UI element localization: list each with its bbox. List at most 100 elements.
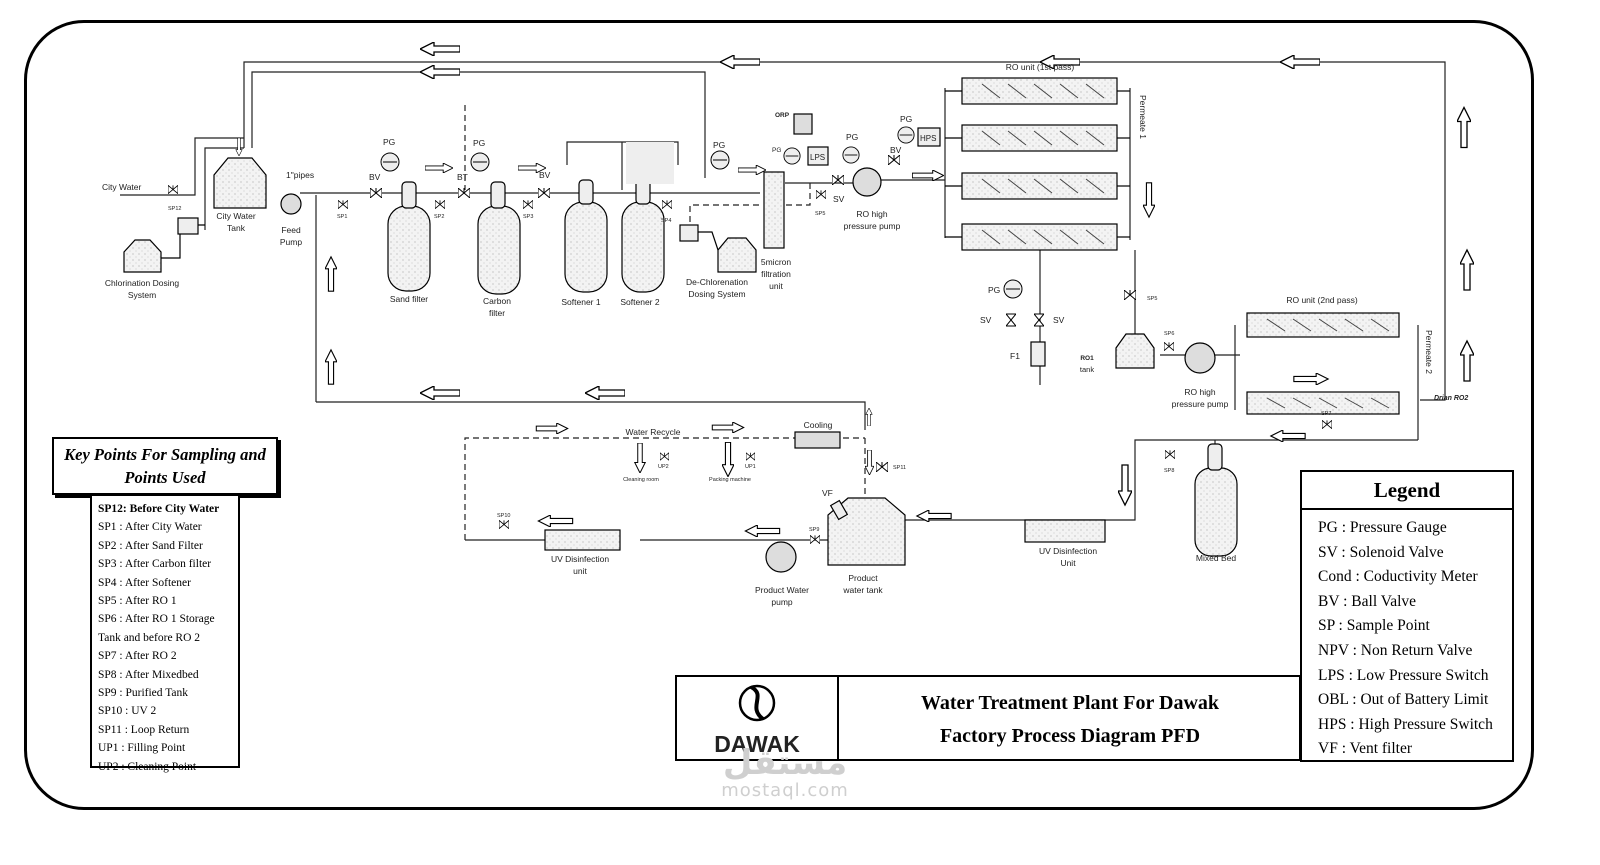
svg-text:SP8: SP8: [1164, 468, 1174, 474]
svg-text:PG: PG: [846, 132, 858, 142]
svg-text:Dosing System: Dosing System: [688, 289, 745, 299]
diagram-frame: [24, 20, 1534, 810]
key-point-item: Tank and before RO 2: [98, 631, 201, 644]
svg-text:PG: PG: [473, 138, 485, 148]
svg-text:RO unit (1st pass): RO unit (1st pass): [1006, 62, 1075, 72]
svg-text:UV Disinfection: UV Disinfection: [551, 554, 609, 564]
key-point-item: UP1 : Filling Point: [98, 742, 186, 755]
diagram-title: Water Treatment Plant For Dawak Factory …: [920, 692, 1220, 747]
legend-item: SP : Sample Point: [1318, 617, 1430, 635]
membrane-stripe: [1370, 318, 1390, 332]
membrane-stripe: [1007, 83, 1027, 99]
svg-text:BV: BV: [539, 170, 551, 180]
legend-item: SV : Solenoid Valve: [1318, 543, 1444, 561]
svg-text:Packing machine: Packing machine: [709, 477, 751, 483]
membrane-stripe: [1370, 397, 1390, 409]
svg-text:Cleaning room: Cleaning room: [623, 477, 659, 483]
svg-text:Water Recycle: Water Recycle: [626, 427, 681, 437]
key-point-item: SP9 : Purified Tank: [98, 687, 189, 700]
svg-text:SP11: SP11: [893, 465, 906, 471]
svg-text:pressure pump: pressure pump: [1172, 399, 1229, 409]
svg-text:RO high: RO high: [1184, 387, 1215, 397]
membrane-stripe: [1344, 397, 1364, 409]
svg-text:Carbon: Carbon: [483, 296, 511, 306]
svg-text:PG: PG: [988, 285, 1000, 295]
legend-item: VF : Vent filter: [1318, 740, 1412, 758]
svg-text:Pump: Pump: [280, 237, 302, 247]
svg-text:Permeate 1: Permeate 1: [1138, 95, 1148, 139]
svg-text:Product: Product: [848, 573, 878, 583]
svg-text:System: System: [128, 290, 156, 300]
key-point-item: UP2 : Cleaning Point: [98, 760, 197, 773]
membrane-stripe: [1033, 229, 1053, 245]
svg-text:F1: F1: [1010, 351, 1020, 361]
label-city-water: City Water: [102, 182, 142, 192]
legend-item: NPV : Non Return Valve: [1318, 641, 1473, 659]
key-point-item: SP12: Before City Water: [98, 503, 220, 515]
svg-text:Softener 1: Softener 1: [561, 297, 600, 307]
flow-arrows: [235, 42, 1474, 537]
membrane-stripe: [1059, 229, 1079, 245]
membrane-stripe: [1085, 83, 1105, 99]
svg-text:filtration: filtration: [761, 269, 791, 279]
watermark: مستقل mostaql.com: [721, 743, 849, 801]
legend-item: LPS : Low Pressure Switch: [1318, 666, 1489, 684]
svg-text:RO unit (2nd pass): RO unit (2nd pass): [1286, 295, 1358, 305]
svg-text:PG: PG: [383, 137, 395, 147]
svg-text:1"pipes: 1"pipes: [286, 170, 314, 180]
membrane-stripe: [1007, 229, 1027, 245]
svg-text:UP1: UP1: [745, 464, 756, 470]
svg-text:water tank: water tank: [842, 585, 883, 595]
membrane-stripe: [1033, 83, 1053, 99]
svg-text:SV: SV: [833, 194, 845, 204]
key-point-item: SP11 : Loop Return: [98, 723, 190, 736]
svg-text:Cooling: Cooling: [804, 420, 833, 430]
svg-text:SP4: SP4: [661, 218, 671, 224]
svg-text:Sand filter: Sand filter: [390, 294, 428, 304]
svg-text:pressure pump: pressure pump: [844, 221, 901, 231]
key-point-item: SP2 : After Sand Filter: [98, 539, 203, 552]
membrane-stripe: [1059, 83, 1079, 99]
membrane-stripe: [1007, 178, 1027, 194]
svg-text:City Water: City Water: [216, 211, 256, 221]
legend-item: Cond : Coductivity Meter: [1318, 568, 1478, 586]
key-point-item: SP1 : After City Water: [98, 521, 202, 534]
svg-text:SV: SV: [980, 315, 992, 325]
svg-text:SP5: SP5: [815, 211, 825, 217]
key-point-item: SP7 : After RO 2: [98, 650, 177, 663]
membrane-stripe: [1033, 130, 1053, 146]
membrane-stripe: [981, 130, 1001, 146]
logo-text: DAWAK: [714, 731, 800, 757]
equipment: [123, 77, 1400, 573]
svg-text:SP1: SP1: [337, 214, 347, 220]
svg-text:Product Water: Product Water: [755, 585, 809, 595]
key-point-item: SP3 : After Carbon filter: [98, 558, 212, 571]
membrane-stripe: [1085, 178, 1105, 194]
svg-text:tank: tank: [1080, 365, 1094, 374]
svg-text:SP9: SP9: [809, 527, 819, 533]
legend-box: Legend PG : Pressure Gauge SV : Solenoid …: [1300, 470, 1514, 762]
membrane-stripe: [1292, 397, 1312, 409]
svg-text:Tank: Tank: [227, 223, 246, 233]
dawak-logo-icon: DAWAK: [714, 684, 800, 757]
svg-text:5micron: 5micron: [761, 257, 792, 267]
membrane-stripe: [1266, 397, 1286, 409]
legend-title: Legend: [1302, 472, 1512, 510]
svg-text:ORP: ORP: [775, 112, 790, 119]
svg-text:SP7: SP7: [1321, 411, 1331, 417]
svg-text:unit: unit: [769, 281, 783, 291]
svg-text:SP5: SP5: [1147, 296, 1157, 302]
key-point-item: SP8 : After Mixedbed: [98, 668, 199, 681]
svg-text:Permeate 2: Permeate 2: [1424, 330, 1434, 374]
svg-text:HPS: HPS: [920, 134, 936, 143]
svg-text:SP3: SP3: [523, 214, 533, 220]
svg-text:PG: PG: [713, 140, 725, 150]
svg-text:BV: BV: [369, 172, 381, 182]
title-block: DAWAK Water Treatment Plant For Dawak Fa…: [675, 675, 1301, 761]
svg-text:unit: unit: [573, 566, 587, 576]
svg-text:Mixed Bed: Mixed Bed: [1196, 553, 1236, 563]
dawak-logo: DAWAK: [677, 677, 839, 759]
key-point-item: SP5 : After RO 1: [98, 595, 177, 608]
legend-item: PG : Pressure Gauge: [1318, 519, 1447, 536]
